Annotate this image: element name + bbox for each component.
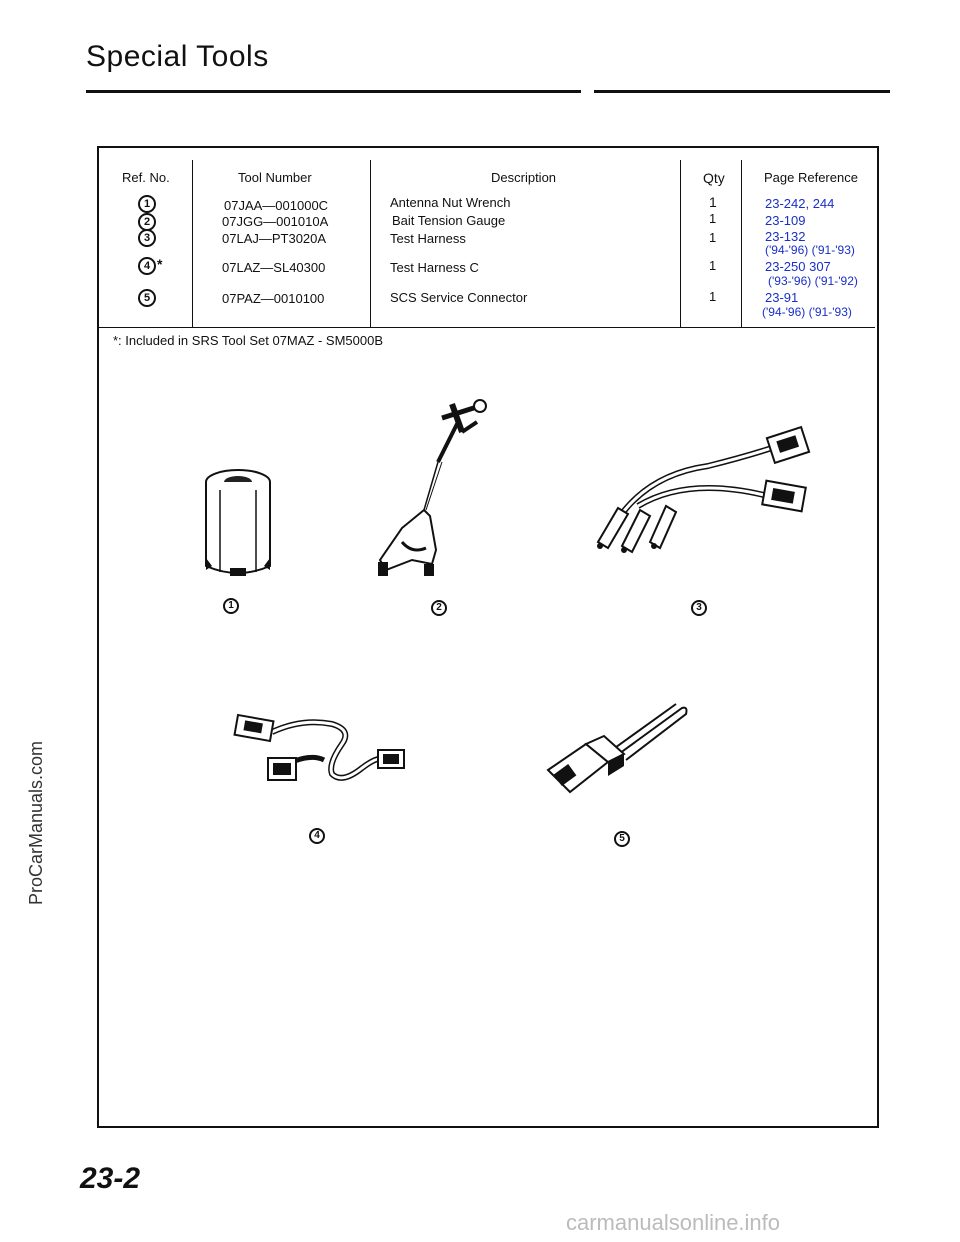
header-page-reference: Page Reference xyxy=(764,170,858,185)
description: SCS Service Connector xyxy=(390,290,528,305)
antenna-nut-wrench-illustration xyxy=(205,469,271,576)
tool-number: 07LAJ—PT3020A xyxy=(222,231,327,246)
ref-number: 3 xyxy=(138,229,156,247)
illustration-callout: 3 xyxy=(691,600,707,616)
description: Bait Tension Gauge xyxy=(392,213,506,228)
scs-service-connector-illustration xyxy=(546,703,688,794)
quantity: 1 xyxy=(709,211,717,226)
quantity: 1 xyxy=(709,230,717,245)
header-description: Description xyxy=(491,170,557,185)
column-separator xyxy=(741,160,742,328)
page-reference-note: ('93-'96) ('91-'92) xyxy=(768,274,858,288)
header-rule-left xyxy=(86,90,581,93)
ref-number: 5 xyxy=(138,289,156,307)
ref-number: 4 xyxy=(138,257,156,275)
page-title: Special Tools xyxy=(86,40,269,73)
ref-marker: * xyxy=(157,256,163,272)
illustration-callout: 4 xyxy=(309,828,325,844)
header-tool-number: Tool Number xyxy=(238,170,312,185)
ref-number: 1 xyxy=(138,195,156,213)
header-rule-right xyxy=(594,90,890,93)
header-qty: Qty xyxy=(703,170,725,186)
column-separator xyxy=(192,160,193,328)
illustration-callout: 2 xyxy=(431,600,447,616)
page-reference: 23-132 xyxy=(765,229,806,244)
description: Test Harness xyxy=(390,231,466,246)
footnote: *: Included in SRS Tool Set 07MAZ - SM50… xyxy=(113,333,384,348)
test-harness-illustration xyxy=(596,425,811,554)
page-reference: 23-250 307 xyxy=(765,259,831,274)
tension-gauge-illustration xyxy=(378,399,487,576)
quantity: 1 xyxy=(709,258,717,273)
watermark-left: ProCarManuals.com xyxy=(26,740,46,905)
illustration-callout: 1 xyxy=(223,598,239,614)
page-number: 23-2 xyxy=(80,1162,141,1195)
test-harness-c-illustration xyxy=(233,713,405,781)
page-reference: 23-109 xyxy=(765,213,806,228)
tool-number: 07JGG—001010A xyxy=(222,214,329,229)
page-reference: 23-242, 244 xyxy=(765,196,835,211)
page-reference: 23-91 xyxy=(765,290,799,305)
table-bottom-rule xyxy=(99,327,875,328)
page-reference-note: ('94-'96) ('91-'93) xyxy=(765,243,855,257)
content-frame xyxy=(97,148,879,1128)
tool-number: 07PAZ—0010100 xyxy=(222,291,325,306)
illustration-callout: 5 xyxy=(614,831,630,847)
column-separator xyxy=(680,160,681,328)
tool-number: 07LAZ—SL40300 xyxy=(222,260,326,275)
quantity: 1 xyxy=(709,289,717,304)
description: Test Harness C xyxy=(390,260,479,275)
header-ref-no: Ref. No. xyxy=(122,170,170,185)
tool-number: 07JAA—001000C xyxy=(224,198,329,213)
frame-top-border xyxy=(97,146,879,148)
watermark-bottom: carmanualsonline.info xyxy=(566,1210,781,1235)
quantity: 1 xyxy=(709,194,717,210)
page-reference-note: ('94-'96) ('91-'93) xyxy=(762,305,852,319)
description: Antenna Nut Wrench xyxy=(390,195,511,210)
column-separator xyxy=(370,160,371,328)
